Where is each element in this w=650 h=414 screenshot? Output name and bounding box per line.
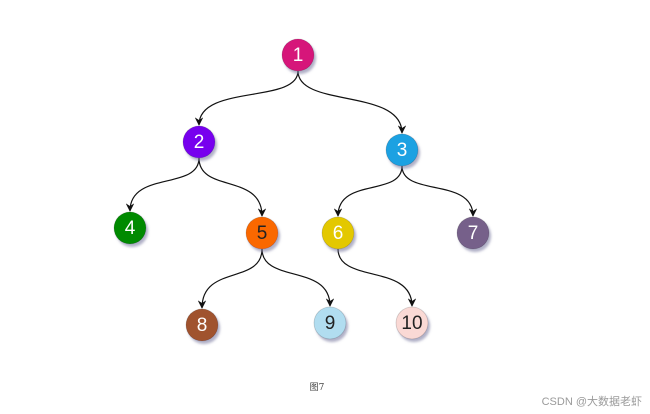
tree-node-2: 2 — [182, 125, 216, 159]
edge-n1-n3 — [297, 70, 407, 134]
tree-node-7: 7 — [456, 216, 490, 250]
edge-n1-n2 — [194, 70, 299, 126]
edge-n6-n10 — [337, 248, 417, 307]
node-label-7: 7 — [468, 223, 479, 244]
node-circle-10 — [395, 306, 429, 340]
node-circle-2 — [182, 125, 216, 159]
edge-n2-n5 — [198, 157, 267, 217]
tree-node-10: 10 — [395, 306, 429, 340]
node-circle-6 — [321, 216, 355, 250]
tree-node-4: 4 — [113, 211, 147, 245]
tree-node-6: 6 — [321, 216, 355, 250]
nodes-layer: 1 2 3 4 5 6 7 8 9 10 — [113, 38, 490, 342]
edge-n3-n6 — [333, 165, 403, 217]
watermark-text: CSDN @大数据老虾 — [541, 396, 642, 408]
node-circle-7 — [456, 216, 490, 250]
node-label-1: 1 — [293, 45, 304, 66]
edge-n2-n4 — [125, 157, 200, 212]
tree-node-8: 8 — [185, 308, 219, 342]
edge-n3-n7 — [401, 165, 478, 217]
tree-node-3: 3 — [385, 133, 419, 167]
node-circle-9 — [313, 306, 347, 340]
edges-layer — [125, 70, 478, 309]
tree-node-5: 5 — [245, 216, 279, 250]
node-label-10: 10 — [401, 313, 422, 334]
node-label-8: 8 — [197, 315, 208, 336]
figure-caption: 图7 — [309, 383, 325, 393]
node-circle-5 — [245, 216, 279, 250]
node-label-5: 5 — [257, 223, 268, 244]
node-label-4: 4 — [125, 218, 136, 239]
node-circle-8 — [185, 308, 219, 342]
node-label-6: 6 — [333, 223, 344, 244]
tree-node-1: 1 — [281, 38, 315, 72]
node-circle-3 — [385, 133, 419, 167]
node-circle-1 — [281, 38, 315, 72]
node-label-2: 2 — [194, 132, 205, 153]
tree-node-9: 9 — [313, 306, 347, 340]
node-circle-4 — [113, 211, 147, 245]
node-label-3: 3 — [397, 140, 408, 161]
edge-n5-n8 — [197, 248, 263, 309]
node-label-9: 9 — [325, 313, 336, 334]
edge-n5-n9 — [261, 248, 335, 307]
